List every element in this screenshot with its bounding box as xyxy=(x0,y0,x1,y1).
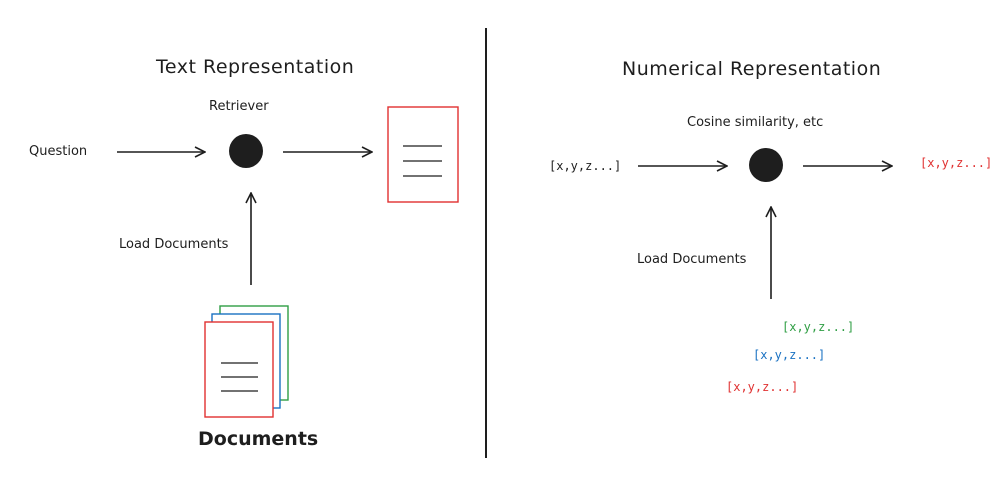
documents-label: Documents xyxy=(198,428,319,450)
retriever-node xyxy=(229,134,263,168)
right-load-documents-label: Load Documents xyxy=(637,252,747,267)
retrieved-document-icon xyxy=(387,106,459,203)
output-vector-label: [x,y,z...] xyxy=(920,156,993,170)
similarity-label: Cosine similarity, etc xyxy=(687,115,824,130)
doc-vector-green: [x,y,z...] xyxy=(782,320,855,334)
left-load-documents-label: Load Documents xyxy=(119,237,229,252)
doc-vector-blue: [x,y,z...] xyxy=(753,348,826,362)
doc-vector-red: [x,y,z...] xyxy=(726,380,799,394)
similarity-node xyxy=(749,148,783,182)
question-label: Question xyxy=(29,144,88,159)
retriever-label: Retriever xyxy=(209,99,269,114)
documents-stack-icon xyxy=(204,305,289,418)
input-vector-label: [x,y,z...] xyxy=(549,159,622,173)
right-section-title: Numerical Representation xyxy=(622,58,882,80)
left-section-title: Text Representation xyxy=(156,56,355,78)
